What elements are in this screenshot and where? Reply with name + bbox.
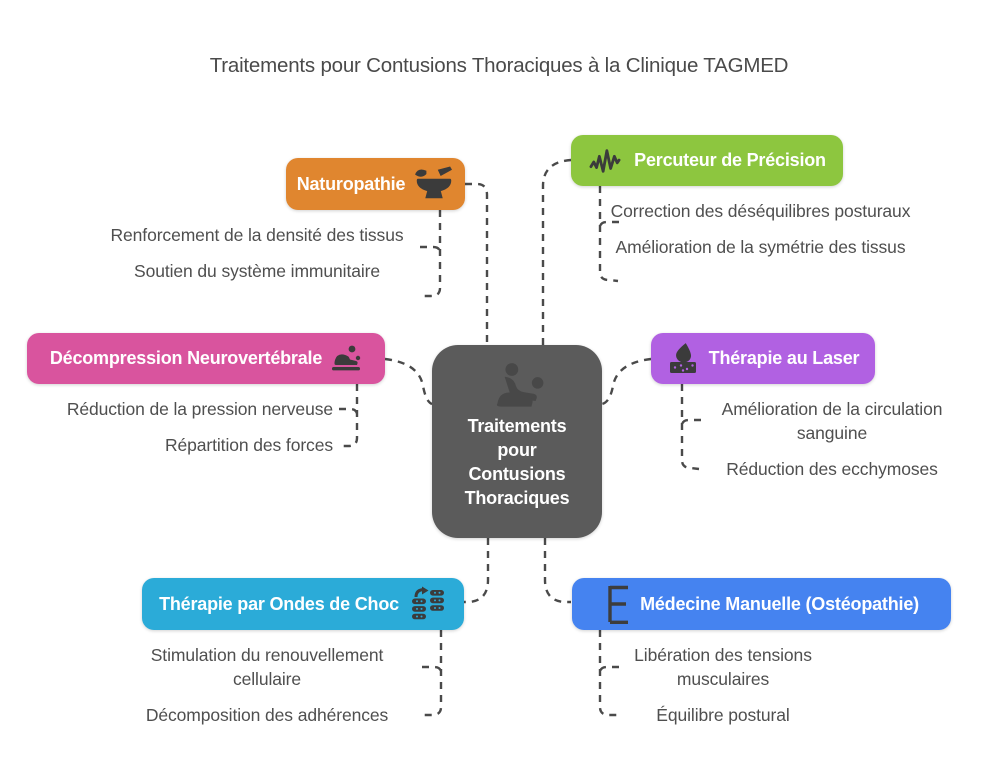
branch-label: Médecine Manuelle (Ostéopathie) — [640, 593, 919, 614]
link-medecine — [543, 538, 571, 604]
massage-person-icon — [496, 363, 544, 407]
bracket-decompression — [340, 384, 359, 448]
link-laser — [601, 357, 652, 406]
shockwave-stack-icon — [411, 586, 444, 620]
list-item: Stimulation du renouvellement cellulaire — [150, 645, 384, 689]
branch-node-naturopathie: Naturopathie — [286, 158, 465, 210]
list-item: Amélioration de la symétrie des tissus — [615, 237, 906, 257]
central-node-label: Traitements pour Contusions Thoraciques — [464, 416, 570, 508]
bracket-decompression-stub — [339, 407, 359, 416]
branch-label: Décompression Neurovertébrale — [49, 348, 323, 368]
list-item: Décomposition des adhérences — [145, 705, 389, 725]
branch-items-naturopathie: Renforcement de la densité des tissus So… — [107, 223, 407, 283]
link-ondes — [464, 538, 490, 604]
link-decompression — [384, 357, 433, 406]
waveform-icon — [589, 148, 621, 173]
branch-label: Percuteur de Précision — [634, 150, 826, 170]
list-item: Répartition des forces — [164, 435, 333, 455]
bracket-ondes — [423, 630, 443, 717]
branch-node-decompression: Décompression Neurovertébrale — [27, 333, 385, 384]
branch-label: Thérapie au Laser — [708, 348, 860, 368]
branch-items-decompression: Réduction de la pression nerveuse Répart… — [28, 397, 333, 457]
list-item: Réduction des ecchymoses — [726, 459, 938, 479]
branch-items-ondes-de-choc: Stimulation du renouvellement cellulaire… — [118, 643, 416, 727]
list-item: Soutien du système immunitaire — [134, 261, 380, 281]
list-item: Libération des tensions musculaires — [634, 645, 812, 689]
branch-label: Thérapie par Ondes de Choc — [159, 593, 399, 614]
droplet-skin-icon — [669, 342, 696, 373]
list-item: Équilibre postural — [656, 705, 790, 725]
branch-items-medecine-manuelle: Libération des tensions musculaires Équi… — [608, 643, 838, 727]
mortar-pestle-icon — [415, 166, 453, 199]
letter-e-icon — [608, 585, 629, 624]
branch-items-laser: Amélioration de la circulation sanguine … — [696, 397, 968, 481]
bracket-ondes-stub — [422, 665, 443, 674]
list-item: Amélioration de la circulation sanguine — [721, 399, 943, 443]
bracket-naturopathie — [421, 210, 442, 298]
link-naturopathie — [465, 182, 489, 345]
central-node: Traitements pour Contusions Thoraciques — [432, 345, 602, 538]
list-item: Réduction de la pression nerveuse — [66, 399, 333, 419]
branch-items-percuteur: Correction des déséquilibres posturaux A… — [608, 199, 913, 259]
massage-table-icon — [332, 345, 361, 370]
list-item: Correction des déséquilibres posturaux — [610, 201, 911, 221]
page-title: Traitements pour Contusions Thoraciques … — [209, 54, 789, 77]
bracket-naturopathie-stub — [420, 245, 442, 254]
list-item: Renforcement de la densité des tissus — [110, 225, 404, 245]
branch-node-percuteur: Percuteur de Précision — [571, 135, 843, 186]
branch-node-ondes-de-choc: Thérapie par Ondes de Choc — [142, 578, 464, 630]
branch-node-medecine-manuelle: Médecine Manuelle (Ostéopathie) — [572, 578, 951, 630]
branch-label: Naturopathie — [296, 173, 406, 194]
link-percuteur — [541, 158, 572, 345]
branch-node-laser: Thérapie au Laser — [651, 333, 875, 384]
